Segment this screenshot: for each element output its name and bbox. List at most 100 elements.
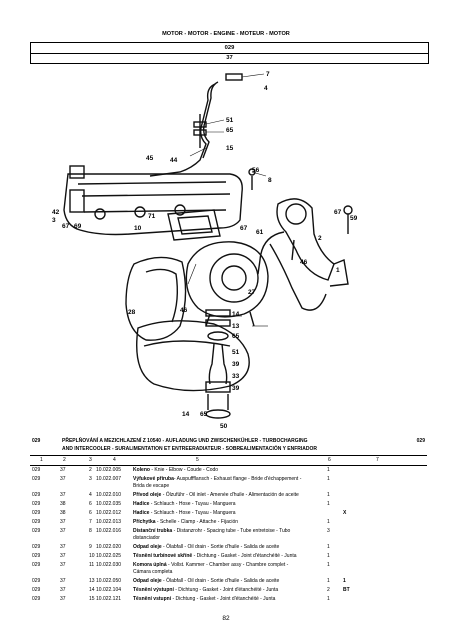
quantity-cell: 1 (327, 519, 330, 525)
section-title: MOTOR - MOTOR - ENGINE - MOTEUR - MOTOR (162, 31, 290, 37)
part-number-cell: 10.022.050 (96, 578, 122, 584)
part-name: Hadice (133, 510, 150, 516)
parts-table: 029 PŘEPLŇOVÁNÍ A MEZICHLAZENÍ Z 10540 -… (30, 436, 427, 604)
figure-cell: 38 (60, 510, 66, 516)
callout-label: 65 (200, 411, 208, 418)
quantity-cell: 1 (327, 544, 330, 550)
position-cell: 15 (89, 596, 95, 602)
group-cell: 029 (32, 519, 41, 525)
callout-label: 3 (52, 217, 56, 224)
figure-cell: 37 (60, 476, 66, 482)
part-name: Hadice (133, 501, 150, 507)
part-translations: - Dichtung - Gasket - Joint d'étanchéité… (173, 587, 279, 593)
callout-label: 59 (350, 215, 358, 222)
part-number-cell: 10.022.121 (96, 596, 122, 602)
figure-cell: 37 (60, 562, 66, 568)
group-cell: 029 (32, 476, 41, 482)
figure-cell: 37 (60, 492, 66, 498)
description-cell: Odpad oleje - Ölabfall - Oil drain - Sor… (133, 544, 305, 551)
part-number-cell: 10.022.013 (96, 519, 122, 525)
description-cell: Hadice - Schlauch - Hose - Tuyau - Mangu… (133, 501, 305, 508)
figure-cell: 37 (60, 553, 66, 559)
description-cell: Hadice - Schlauch - Hose - Tuyau - Mangu… (133, 510, 305, 517)
group-cell: 029 (32, 596, 41, 602)
part-name: Příchytka (133, 519, 156, 525)
column-header: 5 (196, 457, 199, 463)
part-translations: - Distanzrohr - Spacing tube - Tube entr… (133, 528, 291, 541)
callout-label: 56 (252, 167, 260, 174)
group-cell: 029 (32, 553, 41, 559)
figure-cell: 38 (60, 501, 66, 507)
table-title-line-1: PŘEPLŇOVÁNÍ A MEZICHLAZENÍ Z 10540 - AUF… (62, 438, 308, 444)
callout-label: 51 (232, 349, 240, 356)
quantity-cell: 1 (327, 467, 330, 473)
column-header: 7 (376, 457, 379, 463)
quantity-cell: 1 (327, 476, 330, 482)
position-cell: 10 (89, 553, 95, 559)
part-translations: - Vollst. Kammer - Chamber assy - Chambr… (133, 562, 289, 575)
quantity-cell: 1 (327, 578, 330, 584)
figure-number: 37 (30, 53, 429, 64)
quantity-cell: 1 (327, 553, 330, 559)
part-name: Těsnění vstupní (133, 596, 172, 602)
quantity-cell: 1 (327, 596, 330, 602)
part-translations: - Ölabfall - Oil drain - Sortie d'huile … (161, 544, 280, 550)
exploded-parts-diagram: 7 4 51 65 15 45 44 56 8 42 3 67 69 71 10… (52, 71, 358, 430)
group-cell: 029 (32, 528, 41, 534)
table-title-line-2: AND INTERCOOLER - SURALIMENTATION ET ENT… (62, 446, 317, 452)
position-cell: 8 (89, 528, 92, 534)
page-number: 82 (222, 615, 230, 622)
position-cell: 14 (89, 587, 95, 593)
position-cell: 2 (89, 467, 92, 473)
part-name: Distanční trubka (133, 528, 173, 534)
callout-label: 27 (248, 289, 256, 296)
quantity-cell: 1 (327, 501, 330, 507)
part-name: Těsnění výstupní (133, 587, 174, 593)
position-cell: 11 (89, 562, 95, 568)
part-number-cell: 10.022.035 (96, 501, 122, 507)
group-code-right: 029 (416, 438, 425, 444)
callout-label: 46 (300, 259, 308, 266)
callout-label: 65 (232, 333, 240, 340)
quantity-cell: 1 (327, 492, 330, 498)
description-cell: Těsnění turbínové skříně - Dichtung - Ga… (133, 553, 305, 560)
part-name: Odpad oleje (133, 578, 162, 584)
callout-label: 39 (232, 385, 240, 392)
column-header: 1 (40, 457, 43, 463)
callout-label: 65 (226, 127, 234, 134)
callout-label: 8 (268, 177, 272, 184)
callout-label: 13 (232, 323, 240, 330)
group-cell: 029 (32, 587, 41, 593)
column-header: 2 (63, 457, 66, 463)
parts-table-title: 029 PŘEPLŇOVÁNÍ A MEZICHLAZENÍ Z 10540 -… (30, 436, 427, 456)
figure-cell: 37 (60, 596, 66, 602)
part-name: Koleno (133, 467, 150, 473)
figure-cell: 37 (60, 519, 66, 525)
callout-label: 14 (182, 411, 190, 418)
part-name: Těsnění turbínové skříně (133, 553, 193, 559)
position-cell: 6 (89, 510, 92, 516)
part-name: Přívod oleje (133, 492, 162, 498)
callout-label: 33 (232, 373, 240, 380)
column-header-row: 1 2 3 4 5 6 7 (30, 456, 427, 466)
group-cell: 029 (32, 562, 41, 568)
part-number-cell: 10.022.010 (96, 492, 122, 498)
part-translations: - Schlauch - Hose - Tuyau - Manguera (149, 501, 236, 507)
figure-cell: 37 (60, 587, 66, 593)
part-translations: - Ölzuführ - Oil inlet - Amenée d'huile … (161, 492, 299, 498)
quantity-cell: 1 (327, 562, 330, 568)
callout-label: 7 (266, 71, 270, 78)
callout-label: 71 (148, 213, 156, 220)
position-cell: 4 (89, 492, 92, 498)
part-number-cell: 10.022.005 (96, 467, 122, 473)
part-number-cell: 10.022.016 (96, 528, 122, 534)
callout-label: 67 (334, 209, 342, 216)
callout-label: 45 (146, 155, 154, 162)
part-number-cell: 10.022.007 (96, 476, 122, 482)
description-cell: Distanční trubka - Distanzrohr - Spacing… (133, 528, 305, 541)
